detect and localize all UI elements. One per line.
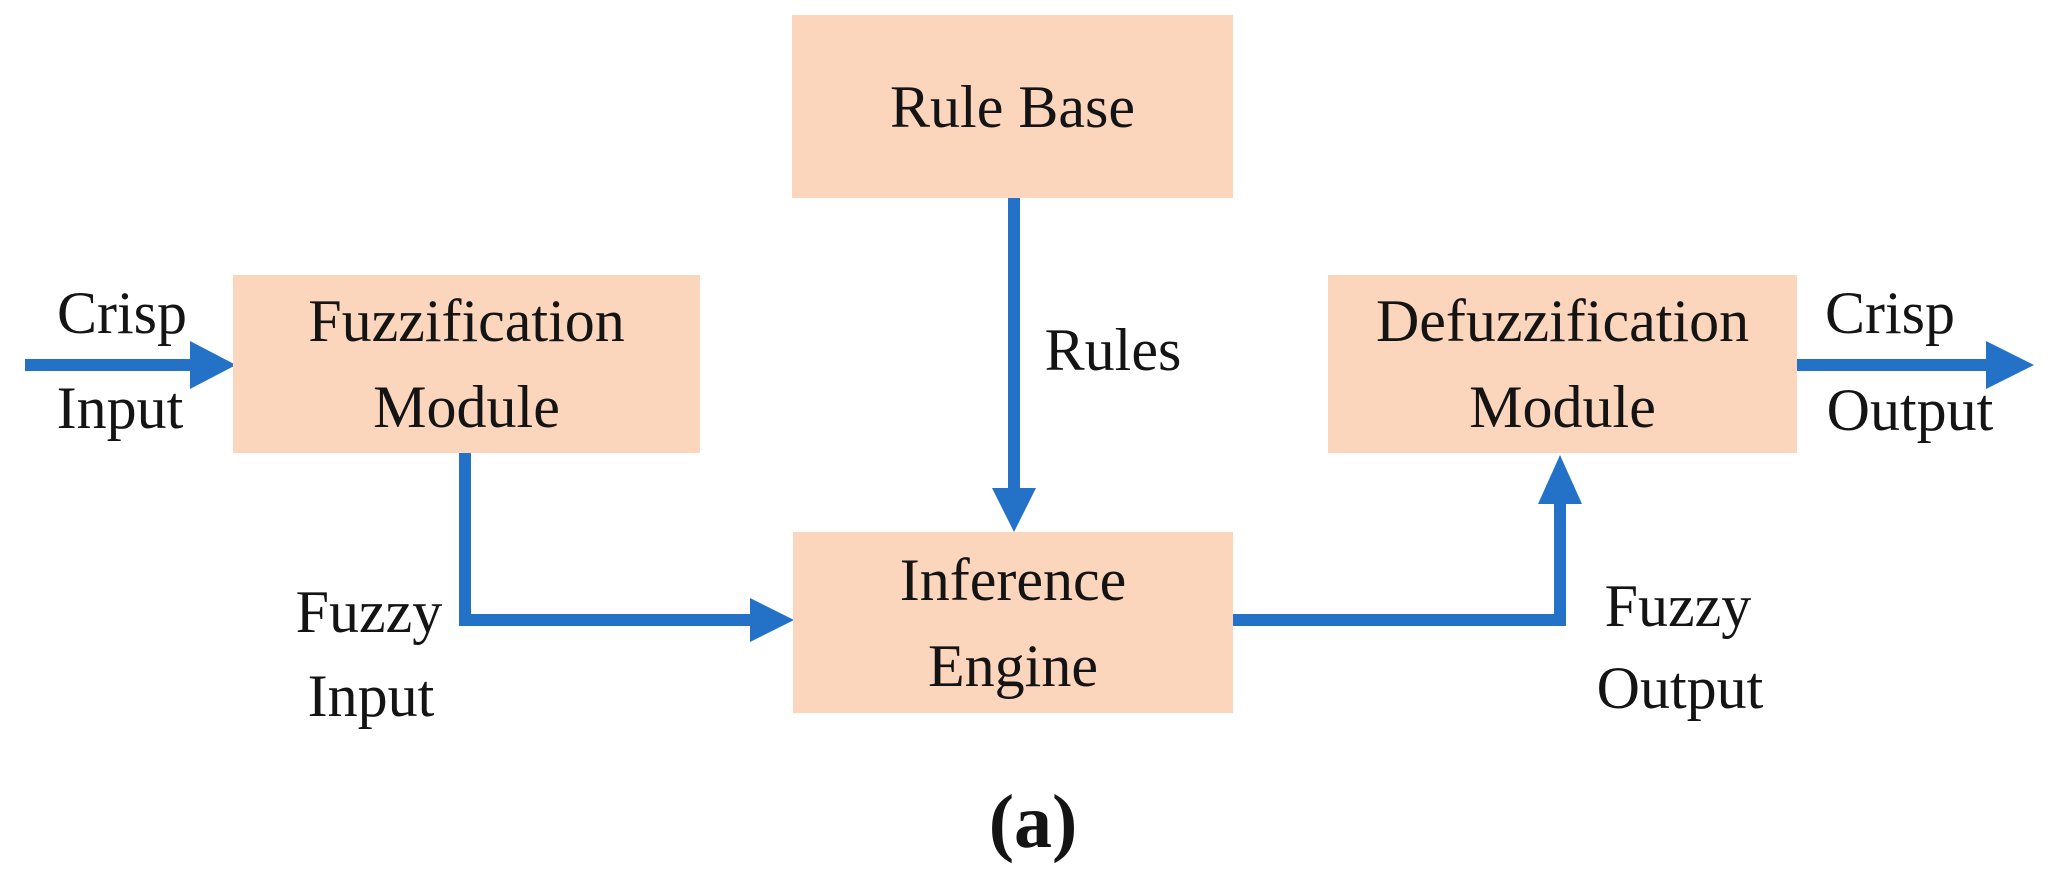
fuzzy-input-label-line1: Fuzzy [295, 579, 443, 645]
inference-engine-box: Inference Engine [793, 532, 1233, 713]
figure-caption: (a) [988, 780, 1078, 864]
fuzzification-module-box: Fuzzification Module [233, 275, 700, 453]
fuzzification-label-line2: Module [373, 374, 560, 440]
fuzzy-output-arrowhead-icon [1538, 455, 1582, 504]
crisp-input-label-line2: Input [56, 375, 184, 441]
fuzzy-input-arrowhead-icon [750, 598, 794, 642]
crisp-output-arrowhead-icon [1986, 341, 2034, 389]
rule-base-box: Rule Base [792, 15, 1233, 198]
inference-label-line2: Engine [928, 632, 1098, 699]
inference-label-line1: Inference [899, 546, 1127, 613]
defuzzification-label-line2: Module [1469, 374, 1656, 440]
defuzzification-module-box: Defuzzification Module [1328, 275, 1797, 453]
rule-base-label: Rule Base [890, 73, 1135, 140]
fuzzification-label-line1: Fuzzification [308, 288, 625, 354]
crisp-input-label-line1: Crisp [56, 280, 188, 346]
crisp-output-label-line1: Crisp [1824, 280, 1956, 346]
fuzzy-output-label-line2: Output [1596, 655, 1764, 721]
fuzzy-output-label-line1: Fuzzy [1604, 573, 1752, 639]
rules-arrowhead-icon [992, 488, 1036, 532]
defuzzification-label-line1: Defuzzification [1375, 288, 1750, 354]
crisp-output-label-line2: Output [1826, 377, 1994, 443]
fuzzy-output-connector-line [1233, 498, 1566, 626]
crisp-input-arrowhead-icon [190, 341, 236, 389]
fuzzy-input-label-line2: Input [307, 663, 435, 729]
rules-label: Rules [1044, 317, 1182, 383]
fuzzy-input-connector-line [459, 452, 756, 626]
